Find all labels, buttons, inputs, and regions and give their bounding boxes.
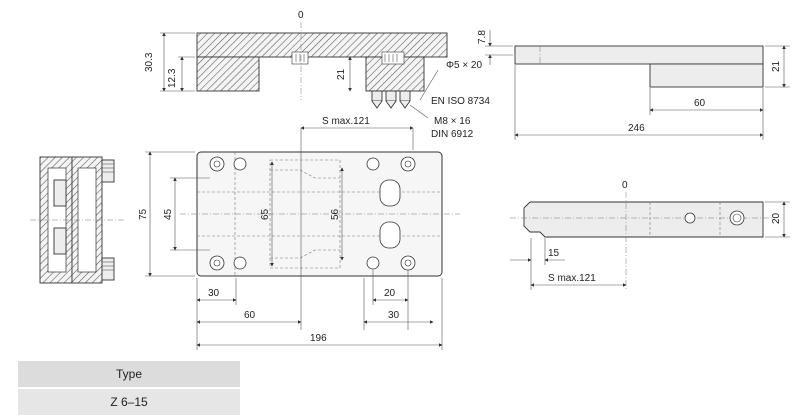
- right-dim-20: 20: [771, 212, 782, 224]
- side-dim-246: 246: [628, 123, 645, 134]
- right-rail: [523, 201, 764, 238]
- front-view: [145, 128, 460, 350]
- front-dim-75: 75: [138, 208, 149, 220]
- right-stroke-label: S max.121: [548, 273, 596, 284]
- type-table: Type Z 6–15: [18, 361, 240, 417]
- right-dim-15: 15: [548, 248, 560, 259]
- top-zero-label: 0: [298, 10, 304, 21]
- side-block: [649, 63, 764, 88]
- pin-standard: EN ISO 8734: [431, 96, 490, 107]
- type-table-header: Type: [18, 361, 240, 387]
- side-dim-7-8: 7.8: [477, 30, 488, 44]
- front-dim-20: 20: [384, 288, 396, 299]
- front-dim-30-right: 30: [388, 310, 400, 321]
- side-rail: [514, 45, 764, 65]
- plate-holes: [209, 156, 416, 271]
- left-end-view: [30, 156, 125, 284]
- top-view: [160, 22, 448, 130]
- pin-spec: Φ5 × 20: [446, 60, 482, 71]
- front-dim-45: 45: [163, 208, 174, 220]
- front-dim-60: 60: [244, 310, 256, 321]
- right-view: [510, 192, 790, 290]
- front-dim-196: 196: [310, 333, 327, 344]
- front-dim-30-left: 30: [208, 288, 220, 299]
- front-dim-65: 65: [260, 208, 271, 220]
- top-dim-30-3: 30.3: [144, 52, 155, 72]
- top-rail: [196, 32, 448, 58]
- screw-standard: DIN 6912: [431, 129, 474, 140]
- screw-spec: M8 × 16: [434, 116, 471, 127]
- side-dim-60: 60: [694, 98, 706, 109]
- top-stroke-label: S max.121: [322, 116, 370, 127]
- top-dim-21: 21: [336, 68, 347, 80]
- front-dim-56: 56: [330, 208, 341, 220]
- top-left-block: [196, 56, 260, 92]
- type-table-value: Z 6–15: [18, 389, 240, 415]
- top-dim-12-3: 12.3: [167, 68, 178, 88]
- side-dim-21: 21: [771, 60, 782, 72]
- right-zero-label: 0: [622, 180, 628, 191]
- side-view: [485, 30, 790, 140]
